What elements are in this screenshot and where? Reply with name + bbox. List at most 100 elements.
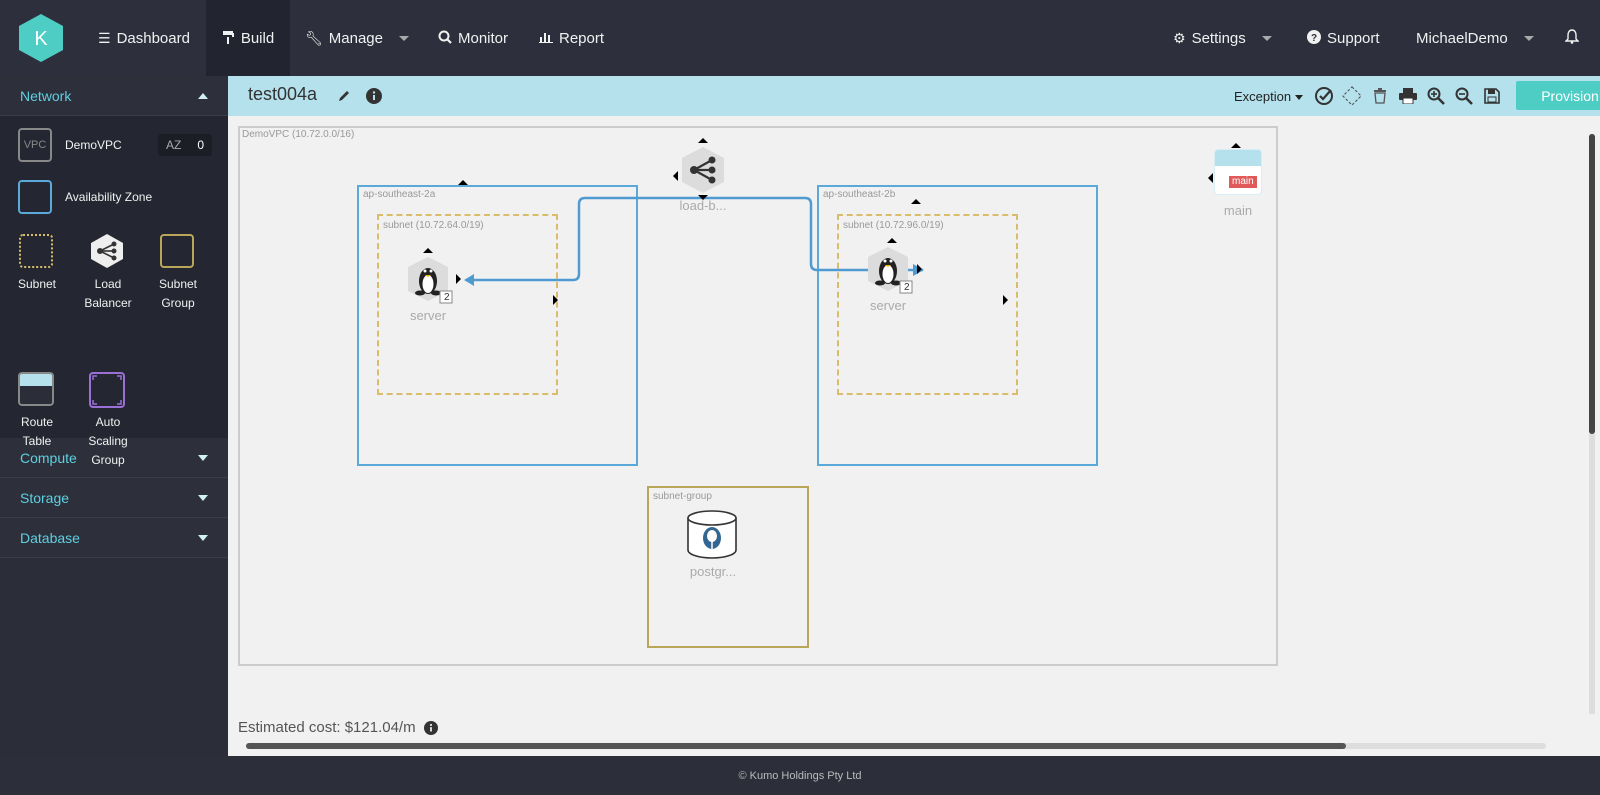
sidebar-section-storage[interactable]: Storage: [0, 478, 228, 518]
nav-support[interactable]: ? Support: [1307, 0, 1380, 76]
sidebar-section-compute[interactable]: Compute: [0, 438, 228, 478]
nav-build-label: Build: [240, 29, 275, 47]
server-a-count: 2: [444, 292, 450, 303]
sidebar-section-compute-label: Compute: [20, 449, 77, 466]
nav-build[interactable]: Build: [206, 0, 290, 76]
zoom-out-icon[interactable]: [1454, 86, 1474, 106]
availability-zone-b[interactable]: [817, 185, 1098, 466]
pencil-icon[interactable]: [334, 86, 354, 106]
vertical-scrollbar-thumb[interactable]: [1589, 134, 1595, 434]
linux-server-icon[interactable]: [866, 245, 916, 295]
asg-label-line2: Scaling: [88, 434, 128, 448]
estimated-cost-text: Estimated cost: $121.04/m: [238, 719, 416, 736]
chevron-down-icon: [1523, 35, 1534, 41]
vpc-container[interactable]: [238, 126, 1278, 666]
nav-support-label: Support: [1327, 29, 1380, 47]
notifications-button[interactable]: [1564, 0, 1580, 76]
subnet-b[interactable]: [837, 214, 1018, 395]
nav-dashboard-label: Dashboard: [116, 29, 190, 47]
load-balancer-icon[interactable]: [680, 146, 726, 194]
server-b-label: server: [869, 298, 907, 313]
load-balancer-palette-label: Load Balancer: [80, 275, 136, 313]
provision-button[interactable]: Provision: [1516, 81, 1600, 110]
subnet-group-label-line1: Subnet: [158, 277, 198, 291]
zoom-in-icon[interactable]: [1426, 86, 1446, 106]
availability-zone-palette-icon[interactable]: [18, 180, 52, 214]
info-icon[interactable]: [364, 86, 384, 106]
subnet-group-label-line2: Group: [161, 296, 195, 310]
route-table-label: main: [1223, 203, 1253, 218]
linux-server-icon[interactable]: [406, 255, 456, 305]
route-table-palette-icon[interactable]: [18, 372, 54, 406]
load-balancer-label: load-b...: [679, 198, 727, 213]
subnet-palette-label: Subnet: [17, 277, 57, 291]
nav-settings-label: Settings: [1191, 29, 1246, 47]
chevron-down-icon: [399, 35, 409, 41]
sidebar-section-network-label: Network: [20, 87, 72, 104]
trash-icon[interactable]: [1370, 86, 1390, 106]
nav-manage[interactable]: 🔧︎ Manage: [305, 0, 409, 76]
wrench-icon: 🔧︎: [305, 29, 323, 46]
horizontal-scrollbar[interactable]: [246, 743, 1546, 749]
footer: © Kumo Holdings Pty Ltd: [0, 756, 1600, 795]
subnet-a-label: subnet (10.72.64.0/19): [383, 220, 484, 231]
sidebar-section-storage-label: Storage: [20, 489, 70, 506]
top-navbar: K ☰ Dashboard Build 🔧︎ Manage Monitor Re…: [0, 0, 1600, 76]
availability-zone-a-label: ap-southeast-2a: [363, 189, 436, 200]
fit-to-screen-icon[interactable]: [1342, 86, 1362, 106]
validate-icon[interactable]: [1314, 86, 1334, 106]
subnet-group-palette-icon[interactable]: [160, 234, 194, 268]
diagram-canvas[interactable]: DemoVPC (10.72.0.0/16) ap-southeast-2a s…: [228, 116, 1600, 756]
availability-zone-b-label: ap-southeast-2b: [823, 189, 896, 200]
nav-user-menu[interactable]: MichaelDemo: [1416, 0, 1534, 76]
footer-copyright: © Kumo Holdings Pty Ltd: [738, 769, 862, 782]
nav-manage-label: Manage: [328, 29, 383, 47]
horizontal-scrollbar-thumb[interactable]: [246, 743, 1346, 749]
subnet-palette-icon[interactable]: [19, 234, 53, 268]
chevron-down-icon: [1294, 95, 1303, 101]
sidebar: Network VPC DemoVPC AZ 0 Availability Zo…: [0, 76, 228, 756]
diagram-title: test004a: [248, 84, 318, 104]
paint-roller-icon: [222, 30, 235, 47]
postgres-database-icon[interactable]: [687, 510, 737, 560]
diagram-toolbar: test004a Exception Provision: [228, 76, 1600, 116]
subnet-a[interactable]: [377, 214, 558, 395]
bar-chart-icon: [539, 30, 553, 46]
connection-lines: [423, 138, 1241, 305]
subnet-group-palette-label: Subnet Group: [150, 275, 206, 313]
vpc-palette-icon[interactable]: VPC: [18, 128, 52, 162]
vpc-icon-text: VPC: [23, 139, 47, 151]
nav-monitor[interactable]: Monitor: [438, 0, 508, 76]
vpc-name: DemoVPC: [65, 138, 122, 152]
auto-scaling-group-palette-icon[interactable]: [89, 372, 125, 408]
load-balancer-label-line2: Balancer: [84, 296, 132, 310]
search-icon: [438, 30, 452, 47]
sidebar-section-network[interactable]: Network: [0, 76, 228, 116]
vertical-scrollbar[interactable]: [1589, 134, 1595, 714]
availability-zone-a[interactable]: [357, 185, 638, 466]
info-icon[interactable]: [423, 720, 438, 735]
subnet-b-label: subnet (10.72.96.0/19): [843, 220, 944, 231]
route-table-palette-label: Route Table: [10, 413, 64, 451]
sidebar-section-database[interactable]: Database: [0, 518, 228, 558]
chevron-down-icon: [198, 494, 208, 501]
route-table-label-line1: Route: [20, 415, 54, 429]
print-icon[interactable]: [1398, 86, 1418, 106]
chevron-down-icon: [198, 534, 208, 541]
server-a-label: server: [409, 308, 447, 323]
nav-dashboard[interactable]: ☰ Dashboard: [98, 0, 190, 76]
nav-report-label: Report: [559, 29, 605, 47]
route-table-node[interactable]: [1214, 149, 1262, 195]
auto-scaling-group-palette-label: Auto Scaling Group: [80, 413, 136, 470]
chevron-down-icon: [198, 454, 208, 461]
asg-label-line1: Auto: [95, 415, 121, 429]
kumo-logo[interactable]: K: [18, 13, 64, 63]
subnet-group-container[interactable]: [647, 486, 809, 648]
load-balancer-palette-icon[interactable]: [89, 233, 125, 269]
save-icon[interactable]: [1482, 86, 1502, 106]
nav-settings[interactable]: ⚙ Settings: [1173, 0, 1272, 76]
bell-icon: [1564, 28, 1580, 48]
exception-dropdown[interactable]: Exception: [1234, 89, 1303, 104]
nav-report[interactable]: Report: [539, 0, 604, 76]
az-count-badge[interactable]: AZ 0: [158, 134, 212, 156]
